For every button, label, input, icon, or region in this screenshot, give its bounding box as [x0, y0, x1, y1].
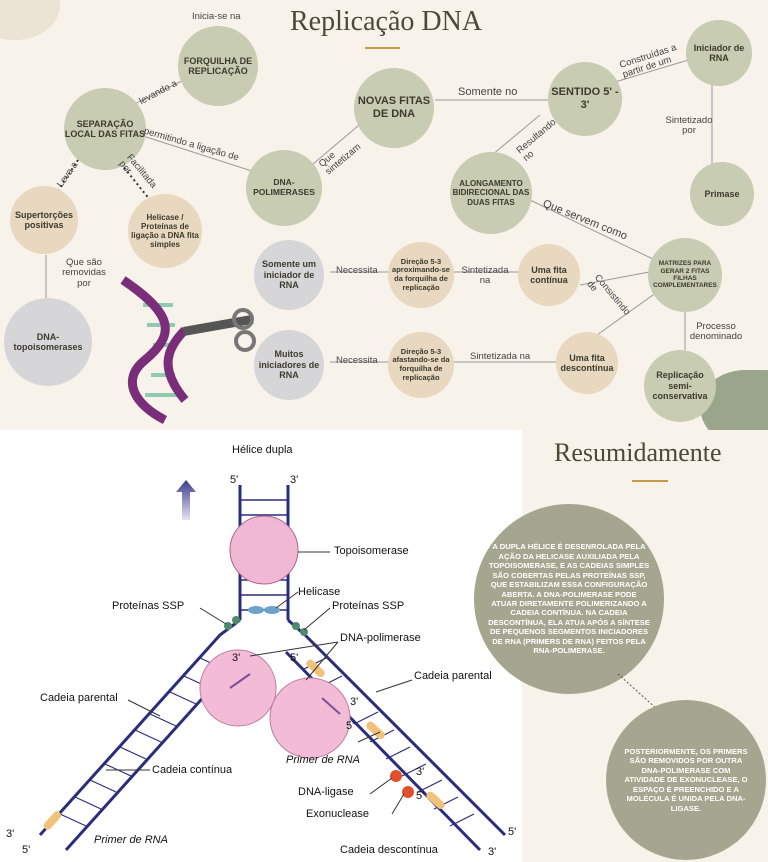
- label-3-lig: 3': [416, 766, 425, 778]
- label-cadeia-continua: Cadeia contínua: [152, 764, 233, 776]
- edge-somente-no: Somente no: [458, 86, 518, 98]
- label-5-top: 5': [230, 474, 239, 486]
- node-fita-descontinua: Uma fita descontínua: [556, 332, 618, 394]
- node-matrizes: MATRIZES PARA GERAR 2 FITAS FILHAS COMPL…: [648, 238, 722, 312]
- label-topoisomerase: Topoisomerase: [334, 545, 409, 557]
- node-direcao-aprox: Direção 5-3 aproximando-se da forquilha …: [388, 242, 454, 308]
- replication-drawing: [38, 480, 507, 852]
- label-5-lig: 5': [416, 790, 425, 802]
- label-dna-polimerase: DNA-polimerase: [340, 632, 421, 644]
- node-primase: Primase: [690, 162, 754, 226]
- summary-underline: [632, 480, 668, 482]
- label-dna-ligase: DNA-ligase: [298, 786, 354, 798]
- label-primer-rna-right: Primer de RNA: [286, 754, 360, 766]
- node-supertorcoes: Supertorções positivas: [10, 186, 78, 254]
- label-5-bottom-right: 5': [508, 826, 517, 838]
- node-novas-fitas: NOVAS FITAS DE DNA: [354, 68, 434, 148]
- edge-sintetizada-na-1: Sintetizada na: [461, 265, 509, 287]
- node-somente-um: Somente um iniciador de RNA: [254, 240, 324, 310]
- node-iniciador: Iniciador de RNA: [686, 20, 752, 86]
- label-exonuclease: Exonuclease: [306, 808, 369, 820]
- node-sentido: SENTIDO 5' - 3': [548, 62, 622, 136]
- node-helicase: Helicase / Proteínas de ligação a DNA fi…: [128, 194, 202, 268]
- summary-connector: [617, 673, 659, 711]
- label-cadeia-parental-left: Cadeia parental: [40, 692, 118, 704]
- summary-bubble-2: POSTERIORMENTE, OS PRIMERS SÃO REMOVIDOS…: [606, 700, 766, 860]
- node-direcao-afast: Direção 5-3 afastando-se da forquilha de…: [388, 332, 454, 398]
- concept-map: Replicação DNA FORQUILHA DE REPLICAÇÃO S…: [0, 0, 768, 450]
- node-fita-continua: Uma fita contínua: [518, 244, 580, 306]
- edge-processo: Processo denominado: [689, 321, 743, 343]
- label-3-top: 3': [290, 474, 299, 486]
- label-5-mid: 5': [346, 720, 355, 732]
- edge-necessita-2: Necessita: [336, 355, 378, 366]
- node-forquilha: FORQUILHA DE REPLICAÇÃO: [178, 26, 258, 106]
- replication-diagram: Hélice dupla 5' 3' Topoisomerase Helicas…: [0, 430, 522, 862]
- label-3-mid: 3': [350, 696, 359, 708]
- label-helicase: Helicase: [298, 586, 341, 598]
- edge-necessita-1: Necessita: [336, 265, 378, 276]
- node-muitos: Muitos iniciadores de RNA: [254, 330, 324, 400]
- summary-bubble-1: A DUPLA HÉLICE É DESENROLADA PELA AÇÃO D…: [474, 504, 664, 694]
- node-replicacao-semi: Replicação semi-conservativa: [644, 350, 716, 422]
- label-3-bottom-right: 3': [488, 846, 497, 858]
- label-primer-rna-bottom: Primer de RNA: [94, 834, 168, 846]
- label-ssp-left: Proteínas SSP: [112, 600, 185, 612]
- label-helice-dupla: Hélice dupla: [232, 444, 293, 456]
- edge-que-sao-removidas: Que são removidas por: [62, 257, 106, 289]
- summary-title: Resumidamente: [554, 438, 722, 467]
- summary-panel: Resumidamente A DUPLA HÉLICE É DESENROLA…: [474, 430, 768, 862]
- node-alongamento: ALONGAMENTO BIDIRECIONAL DAS DUAS FITAS: [450, 152, 532, 234]
- label-3-poly-left: 3': [232, 652, 241, 664]
- page-title: Replicação DNA: [290, 6, 483, 37]
- label-3-bottom-left: 3': [6, 828, 15, 840]
- edge-sintetizada-na-2: Sintetizada na: [470, 351, 531, 362]
- label-cadeia-parental-right: Cadeia parental: [414, 670, 492, 682]
- node-dna-polimerases: DNA-POLIMERASES: [246, 150, 322, 226]
- label-cadeia-descontinua: Cadeia descontínua: [340, 844, 438, 856]
- node-separacao: SEPARAÇÃO LOCAL DAS FITAS: [64, 88, 146, 170]
- node-topoisomerases: DNA-topoisomerases: [4, 298, 92, 386]
- label-5-poly-right: 5': [290, 652, 299, 664]
- edge-inicia-se-na: Inicia-se na: [192, 11, 241, 22]
- edge-sintetizado-por: Sintetizado por: [665, 115, 713, 137]
- dna-scissors-illustration: [120, 276, 256, 425]
- label-ssp-right: Proteínas SSP: [332, 600, 405, 612]
- label-5-bottom-left: 5': [22, 844, 31, 856]
